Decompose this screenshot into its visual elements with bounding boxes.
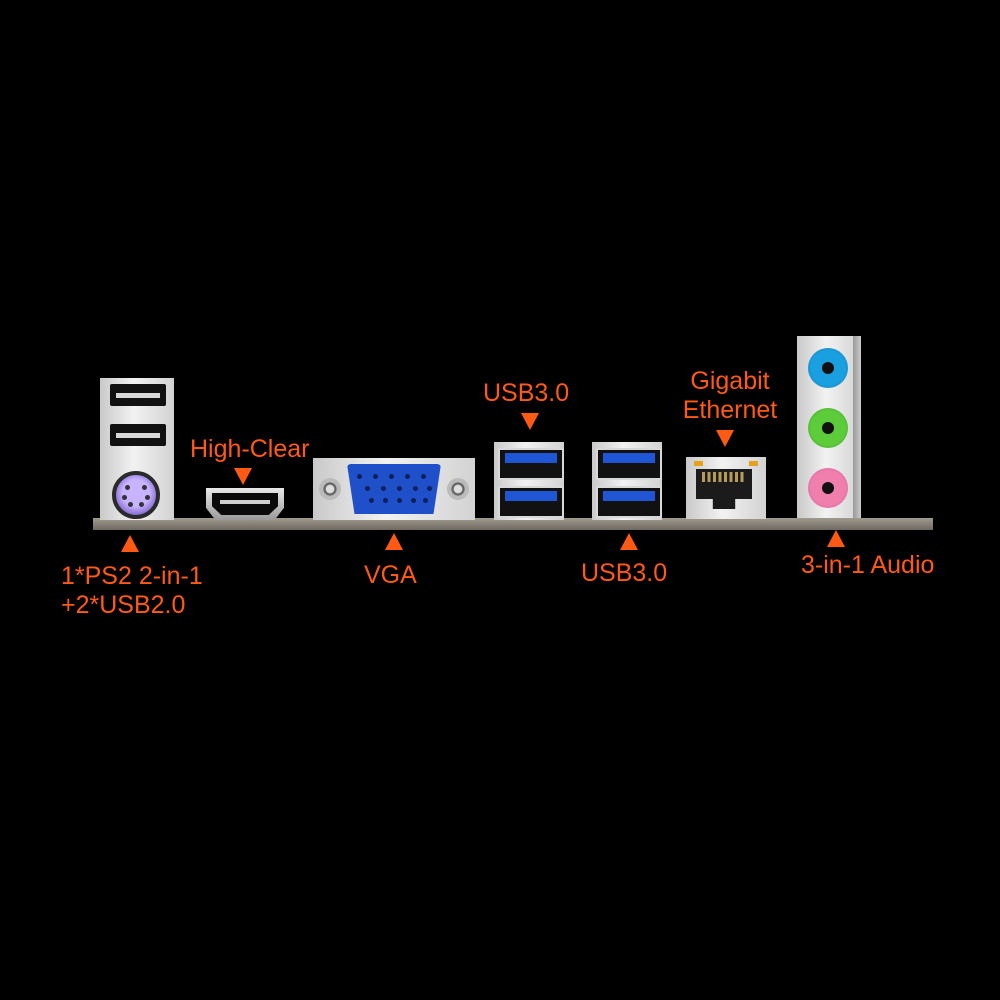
motherboard-edge [93, 518, 933, 530]
usb2-port[interactable] [110, 424, 166, 446]
usb3-bottom-label: USB3.0 [581, 559, 668, 587]
usb2-port[interactable] [110, 384, 166, 406]
ps2-usb2-stack [100, 378, 174, 520]
audio-jacks-panel [797, 336, 861, 518]
label-line: Gigabit [690, 367, 770, 395]
hdmi-label: High-Clear [190, 435, 310, 463]
usb3-port[interactable] [498, 448, 564, 480]
vga-port[interactable] [313, 458, 475, 520]
ps2-usb2-label: 1*PS2 2-in-1 +2*USB2.0 [61, 562, 203, 620]
arrow-up-icon [385, 533, 403, 550]
label-line: +2*USB2.0 [61, 591, 186, 619]
usb3-port[interactable] [498, 486, 564, 518]
usb3-port[interactable] [596, 486, 662, 518]
usb3-top-label: USB3.0 [483, 379, 570, 407]
screw-icon [447, 478, 469, 500]
vga-label: VGA [364, 561, 417, 589]
ethernet-port[interactable] [686, 457, 766, 519]
usb3-stack-right [592, 442, 662, 520]
arrow-down-icon [234, 468, 252, 485]
arrow-down-icon [716, 430, 734, 447]
arrow-down-icon [521, 413, 539, 430]
audio-jack-mic[interactable] [808, 468, 848, 508]
ps2-port[interactable] [112, 471, 160, 519]
arrow-up-icon [121, 535, 139, 552]
label-line: 1*PS2 2-in-1 [61, 562, 203, 590]
audio-jack-line-out[interactable] [808, 408, 848, 448]
arrow-up-icon [827, 530, 845, 547]
vga-connector [347, 464, 441, 514]
ethernet-label: Gigabit Ethernet [675, 367, 785, 425]
arrow-up-icon [620, 533, 638, 550]
audio-label: 3-in-1 Audio [801, 551, 935, 579]
usb3-port[interactable] [596, 448, 662, 480]
led-indicator [694, 461, 703, 466]
hdmi-port[interactable] [206, 488, 284, 520]
audio-jack-line-in[interactable] [808, 348, 848, 388]
screw-icon [319, 478, 341, 500]
label-line: Ethernet [682, 396, 778, 424]
led-indicator [749, 461, 758, 466]
usb3-stack-left [494, 442, 564, 520]
